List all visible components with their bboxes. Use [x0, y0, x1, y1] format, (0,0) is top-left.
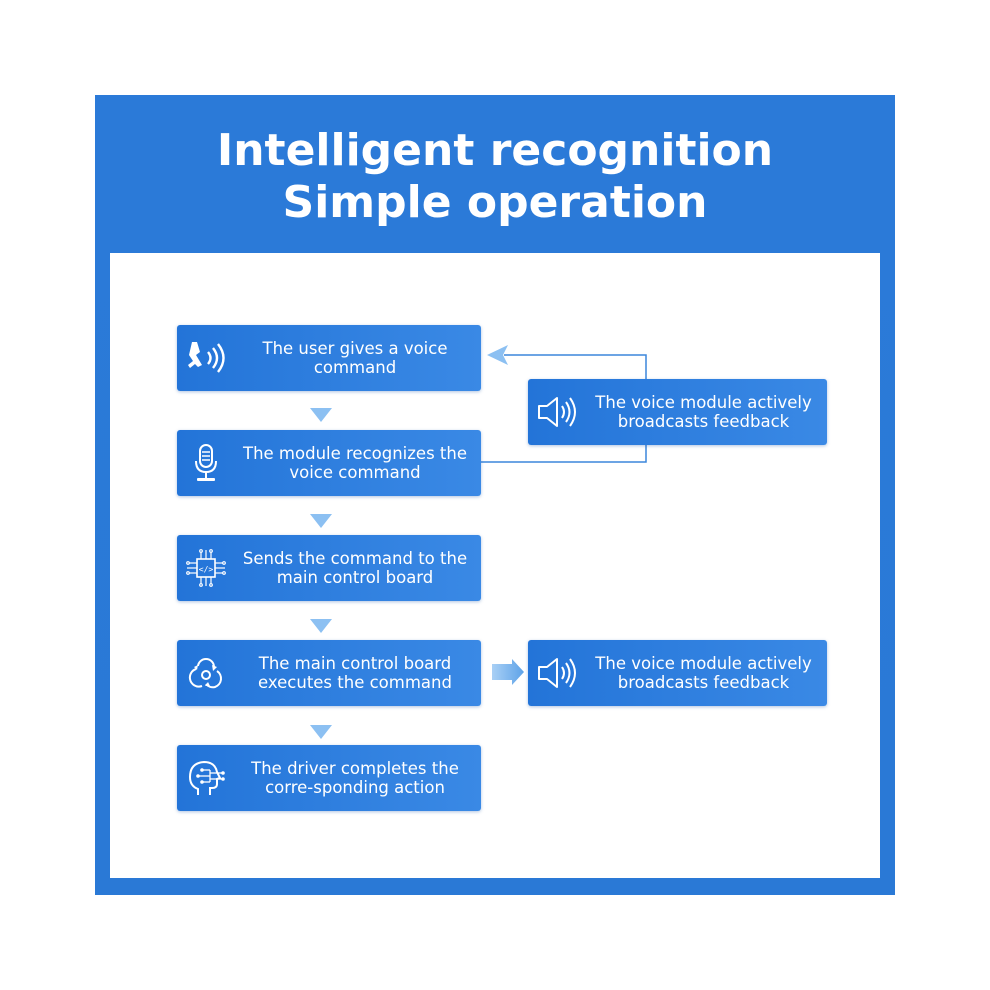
step-driver-action: The driver completes the corre-sponding …	[177, 745, 481, 811]
down-arrow	[310, 514, 332, 528]
step-label-line-2: executes the command	[258, 673, 452, 692]
step-label-line-1: Sends the command to the	[242, 549, 468, 568]
feedback-label-line-1: The voice module actively	[595, 393, 812, 412]
speaker-icon	[528, 379, 586, 445]
down-arrow	[310, 408, 332, 422]
page-title: Intelligent recognition Simple operation	[95, 125, 895, 229]
speaking-person-icon	[177, 325, 235, 391]
down-arrow	[310, 725, 332, 739]
step-label-line-2: corre-sponding action	[265, 778, 445, 797]
step-execute-command: The main control board executes the comm…	[177, 640, 481, 706]
step-label: Sends the command to the main control bo…	[235, 549, 481, 587]
step-label-line-1: The main control board	[258, 654, 452, 673]
title-line-1: Intelligent recognition	[216, 125, 774, 176]
step-label-line-1: The user gives a voice	[262, 339, 448, 358]
step-label: The main control board executes the comm…	[235, 654, 481, 692]
step-label: The driver completes the corre-sponding …	[235, 759, 481, 797]
step-label-line-2: main control board	[276, 568, 434, 587]
step-label-line-2: voice command	[289, 463, 421, 482]
feedback-label: The voice module actively broadcasts fee…	[586, 393, 827, 431]
step-label-line-1: The module recognizes the	[243, 444, 467, 463]
svg-text:</>: </>	[199, 565, 214, 574]
down-arrow	[310, 619, 332, 633]
circuit-chip-icon: </>	[177, 535, 235, 601]
ai-head-icon	[177, 745, 235, 811]
feedback-label-line-1: The voice module actively	[595, 654, 812, 673]
step-label: The user gives a voice command	[235, 339, 481, 377]
step-recognize-command: The module recognizes the voice command	[177, 430, 481, 496]
feedback-broadcast-1: The voice module actively broadcasts fee…	[528, 379, 827, 445]
feedback-label: The voice module actively broadcasts fee…	[586, 654, 827, 692]
cycle-arrows-icon	[177, 640, 235, 706]
step-label-line-1: The driver completes the	[251, 759, 459, 778]
step-label: The module recognizes the voice command	[235, 444, 481, 482]
feedback-label-line-2: broadcasts feedback	[617, 412, 790, 431]
step-label-line-2: command	[313, 358, 397, 377]
microphone-icon	[177, 430, 235, 496]
title-line-2: Simple operation	[282, 177, 708, 228]
feedback-broadcast-2: The voice module actively broadcasts fee…	[528, 640, 827, 706]
feedback-label-line-2: broadcasts feedback	[617, 673, 790, 692]
speaker-icon	[528, 640, 586, 706]
step-send-to-board: </> Sends the command to the main contro…	[177, 535, 481, 601]
step-voice-command: The user gives a voice command	[177, 325, 481, 391]
